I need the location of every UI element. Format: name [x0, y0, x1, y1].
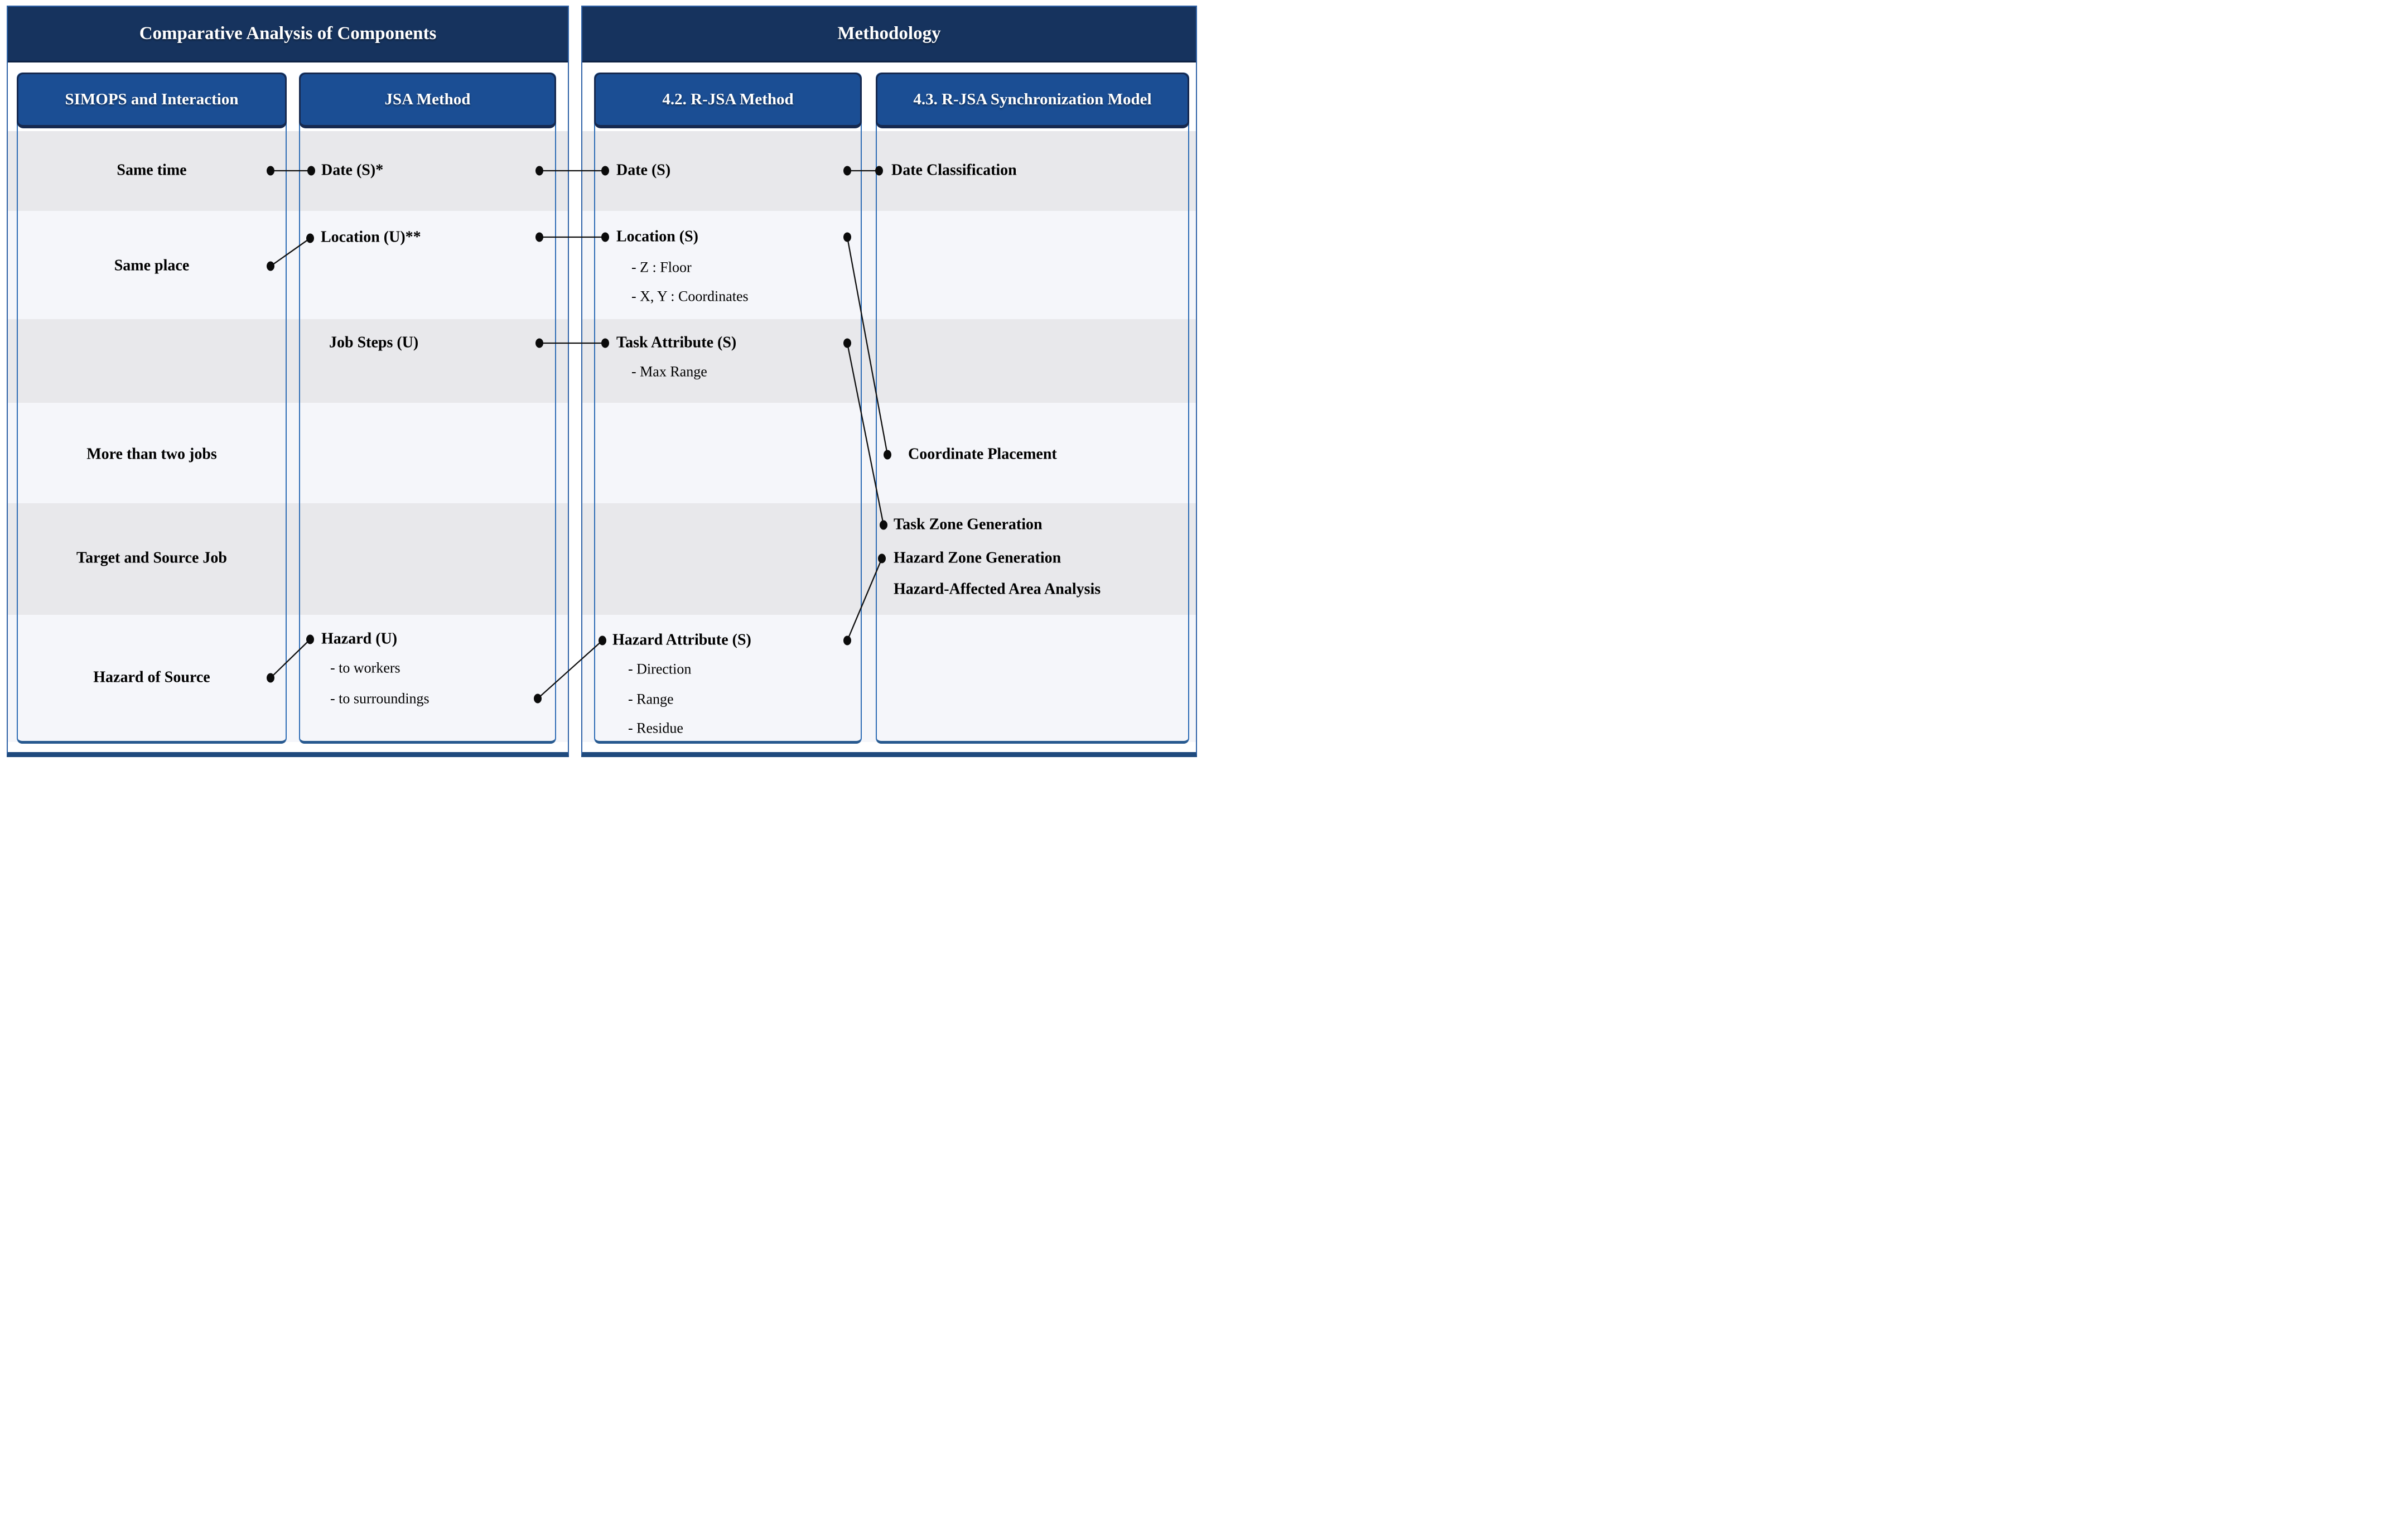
- column-header-jsa: JSA Method: [299, 73, 556, 128]
- row-band-target-left: [8, 503, 568, 615]
- node-sync-task-zone: Task Zone Generation: [894, 516, 1043, 533]
- node-rjsa-location: Location (S): [616, 228, 698, 245]
- node-rjsa-hazard-sub-range: - Range: [628, 691, 674, 707]
- node-rjsa-task-sub-max-range: - Max Range: [631, 363, 707, 380]
- node-more-jobs: More than two jobs: [86, 445, 217, 463]
- column-header-rjsa-text: 4.2. R-JSA Method: [662, 90, 794, 108]
- row-band-target-right: [582, 503, 1196, 615]
- section-frame-methodology: [581, 6, 1197, 757]
- node-rjsa-location-sub-coordinates: - X, Y : Coordinates: [631, 288, 749, 305]
- section-title-methodology: Methodology: [582, 7, 1196, 62]
- node-same-time: Same time: [117, 161, 187, 179]
- node-rjsa-location-sub-floor: - Z : Floor: [631, 259, 692, 276]
- node-jsa-date: Date (S)*: [321, 161, 384, 179]
- node-jsa-hazard: Hazard (U): [321, 630, 398, 648]
- node-sync-coordinate-placement: Coordinate Placement: [908, 445, 1057, 463]
- row-band-hazard-left: [8, 615, 568, 742]
- row-band-hazard-right: [582, 615, 1196, 742]
- node-hazard-of-source: Hazard of Source: [93, 668, 210, 686]
- figure-canvas: Comparative Analysis of Components Metho…: [0, 0, 1204, 761]
- node-jsa-hazard-sub-workers: - to workers: [330, 659, 400, 676]
- row-band-job-steps-left: [8, 319, 568, 403]
- column-header-sync-text: 4.3. R-JSA Synchronization Model: [913, 90, 1152, 108]
- node-rjsa-hazard-attribute: Hazard Attribute (S): [612, 631, 751, 649]
- column-header-sync: 4.3. R-JSA Synchronization Model: [876, 73, 1189, 128]
- node-rjsa-hazard-sub-direction: - Direction: [628, 661, 692, 677]
- node-jsa-job-steps: Job Steps (U): [329, 334, 419, 351]
- section-title-methodology-text: Methodology: [837, 23, 941, 44]
- section-frame-comparative: [7, 6, 569, 757]
- row-band-job-steps-right: [582, 319, 1196, 403]
- node-jsa-location: Location (U)**: [321, 228, 421, 246]
- node-target-source: Target and Source Job: [76, 549, 227, 567]
- column-header-jsa-text: JSA Method: [384, 90, 471, 108]
- node-rjsa-hazard-sub-residue: - Residue: [628, 720, 683, 736]
- node-jsa-hazard-sub-surroundings: - to surroundings: [330, 690, 430, 707]
- row-band-same-time-right: [582, 131, 1196, 211]
- node-sync-date-classification: Date Classification: [891, 161, 1017, 179]
- column-header-simops-text: SIMOPS and Interaction: [65, 90, 239, 108]
- node-rjsa-task-attribute: Task Attribute (S): [616, 334, 737, 351]
- section-title-comparative: Comparative Analysis of Components: [8, 7, 568, 62]
- column-header-simops: SIMOPS and Interaction: [17, 73, 287, 128]
- section-title-comparative-text: Comparative Analysis of Components: [139, 23, 437, 44]
- row-band-more-jobs-left: [8, 403, 568, 503]
- node-same-place: Same place: [114, 257, 190, 274]
- row-band-same-place-right: [582, 211, 1196, 319]
- node-rjsa-date: Date (S): [616, 161, 671, 179]
- node-sync-hazard-area: Hazard-Affected Area Analysis: [894, 580, 1101, 598]
- column-header-rjsa: 4.2. R-JSA Method: [594, 73, 862, 128]
- node-sync-hazard-zone: Hazard Zone Generation: [894, 549, 1061, 567]
